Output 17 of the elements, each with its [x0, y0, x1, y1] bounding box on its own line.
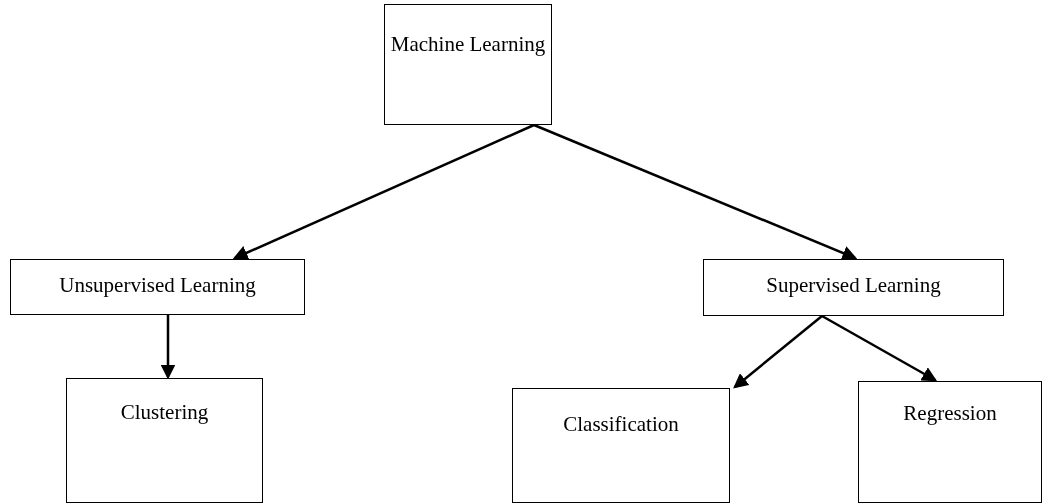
arrow [821, 314, 938, 382]
box-label: Clustering [120, 399, 209, 426]
process-box [858, 381, 1042, 503]
arrow [160, 315, 176, 380]
box-label: Supervised Learning [766, 272, 941, 299]
process-box [10, 259, 305, 315]
box-label: Unsupervised Learning [59, 272, 256, 299]
arrow [232, 123, 535, 260]
process-box [384, 4, 552, 125]
process-box [66, 378, 263, 503]
process-box [512, 388, 730, 503]
process-box [703, 259, 1004, 316]
box-label: Machine Learning [390, 31, 546, 58]
box-label: Classification [563, 411, 679, 438]
arrow [733, 315, 823, 389]
arrow [533, 123, 858, 261]
box-label: Regression [903, 400, 997, 427]
